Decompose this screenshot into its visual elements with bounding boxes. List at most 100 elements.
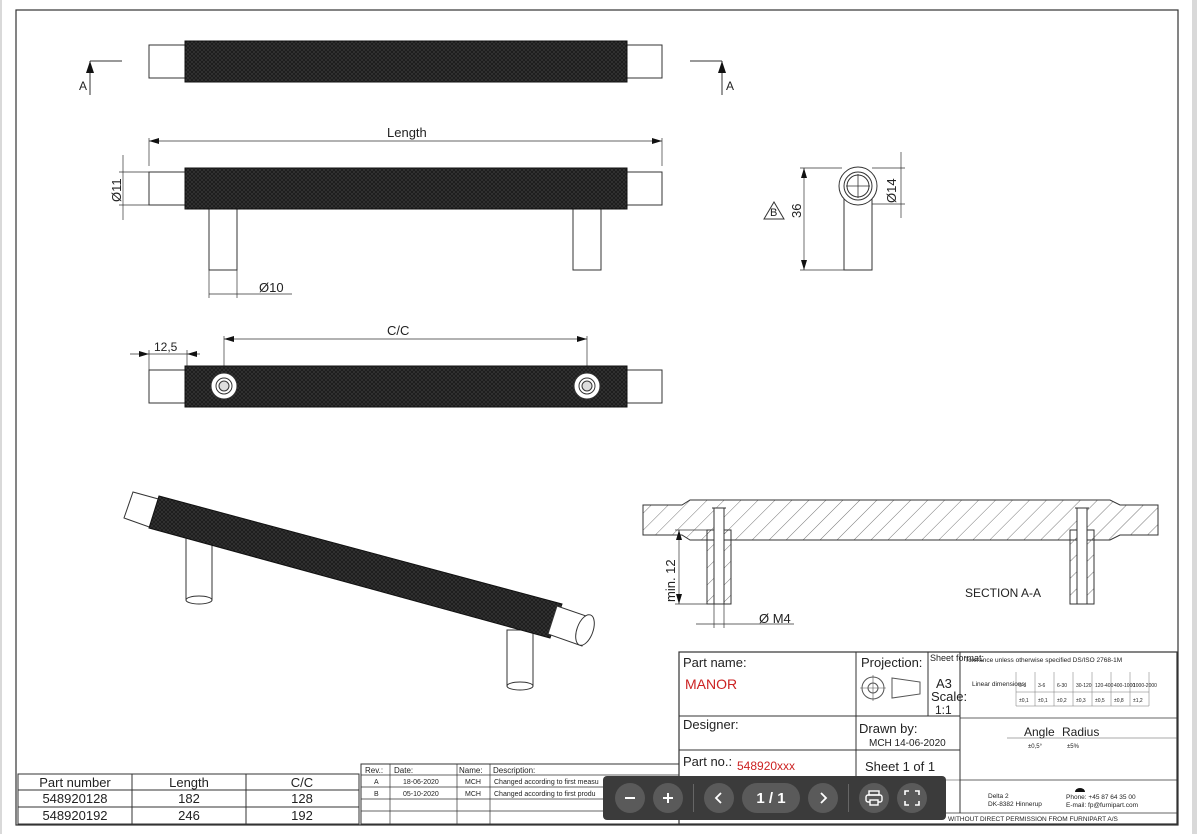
dim-diameter-14: Ø14 — [884, 178, 899, 203]
zoom-in-button[interactable] — [653, 783, 683, 813]
dim-length: Length — [387, 125, 427, 140]
parts-cell: 182 — [178, 791, 200, 806]
projection-symbol-icon — [860, 675, 921, 701]
company-logo-icon — [1075, 788, 1085, 792]
tol-value: ±1,2 — [1133, 698, 1143, 704]
rev-cell: Changed according to first produ — [494, 791, 596, 798]
front-view: Length Ø11 Ø10 — [109, 125, 663, 298]
dim-diameter-10: Ø10 — [259, 280, 284, 295]
tol-value: ±0,2 — [1057, 698, 1067, 704]
radius-value: ±5% — [1067, 744, 1080, 750]
rev-cell: MCH — [465, 791, 481, 798]
drawn-by-value: MCH 14-06-2020 — [869, 738, 946, 749]
dim-cc: C/C — [387, 323, 409, 338]
part-name-label: Part name: — [683, 655, 747, 670]
rev-cell: A — [374, 779, 379, 786]
isometric-view — [123, 491, 595, 691]
rev-header: Rev.: — [365, 766, 383, 775]
parts-header-part-number: Part number — [39, 775, 111, 790]
sheet-format-label: Sheet format: — [930, 653, 984, 663]
minus-icon — [625, 797, 635, 799]
parts-cell: 246 — [178, 808, 200, 823]
sheet-info: Sheet 1 of 1 — [865, 759, 935, 774]
dim-12-5: 12,5 — [154, 340, 178, 354]
rev-header: Name: — [459, 766, 483, 775]
tol-value: ±0,1 — [1038, 698, 1048, 704]
tol-range: 3-6 — [1038, 683, 1045, 689]
section-title: SECTION A-A — [965, 586, 1041, 600]
parts-header-cc: C/C — [291, 775, 313, 790]
sheet-format-value: A3 — [936, 676, 952, 691]
chevron-left-icon — [714, 792, 722, 804]
rev-cell: 18-06-2020 — [403, 779, 439, 786]
tol-range: 6-30 — [1057, 683, 1067, 689]
part-no-label: Part no.: — [683, 754, 732, 769]
rev-cell: 05-10-2020 — [403, 791, 439, 798]
next-page-button[interactable] — [808, 783, 838, 813]
designer-label: Designer: — [683, 717, 739, 732]
dim-min-12: min. 12 — [663, 559, 678, 602]
parts-table: Part number Length C/C 548920128 182 128… — [17, 773, 360, 825]
tol-range: 1000-2000 — [1133, 683, 1157, 689]
angle-value: ±0,5° — [1028, 744, 1043, 750]
rev-header: Date: — [394, 766, 413, 775]
dim-36: 36 — [789, 204, 804, 218]
drawn-by-label: Drawn by: — [859, 721, 918, 736]
section-view: min. 12 Ø M4 SECTION A-A — [642, 499, 1159, 628]
projection-label: Projection: — [861, 655, 922, 670]
tol-range: 0-3 — [1019, 683, 1026, 689]
fullscreen-icon — [904, 790, 920, 806]
tol-value: ±0,1 — [1019, 698, 1029, 704]
address-line-1: Delta 2 — [988, 793, 1009, 800]
parts-cell: 192 — [291, 808, 313, 823]
copyright-note: WITHOUT DIRECT PERMISSION FROM FURNIPART… — [948, 816, 1119, 823]
rev-header: Description: — [493, 766, 535, 775]
tolerance-table: 0-3 ±0,1 3-6 ±0,1 6-30 ±0,2 30-120 ±0,3 120-400 ±… — [1015, 672, 1157, 707]
fullscreen-button[interactable] — [897, 783, 927, 813]
parts-header-length: Length — [169, 775, 209, 790]
datum-b: B — [770, 207, 777, 219]
rev-cell: MCH — [465, 779, 481, 786]
plus-icon — [663, 793, 673, 803]
dim-diameter-m4: Ø M4 — [759, 611, 791, 626]
tol-value: ±0,3 — [1076, 698, 1086, 704]
bottom-view: C/C 12,5 — [130, 323, 663, 408]
section-mark-right: A — [726, 79, 734, 93]
top-view: A A — [79, 40, 734, 95]
email: E-mail: fp@furnipart.com — [1066, 802, 1138, 809]
parts-cell: 128 — [291, 791, 313, 806]
dim-diameter-11: Ø11 — [109, 178, 124, 202]
previous-page-button[interactable] — [704, 783, 734, 813]
section-mark-left: A — [79, 79, 87, 93]
angle-label: Angle — [1024, 725, 1055, 739]
zoom-out-button[interactable] — [615, 783, 645, 813]
side-view: Ø14 36 B — [763, 152, 905, 271]
part-name-value: MANOR — [685, 676, 737, 692]
phone: Phone: +45 87 64 35 00 — [1066, 794, 1136, 801]
tol-value: ±0,5 — [1095, 698, 1105, 704]
tol-range: 120-400 — [1095, 683, 1114, 689]
page-indicator[interactable]: 1 / 1 — [742, 783, 800, 813]
radius-label: Radius — [1062, 725, 1099, 739]
toolbar-separator — [848, 784, 849, 812]
scale-label: Scale: — [931, 689, 967, 704]
tolerance-note: Tolerance unless otherwise specified DS/… — [965, 657, 1122, 664]
tol-range: 400-1000 — [1114, 683, 1135, 689]
parts-cell: 548920128 — [42, 791, 107, 806]
print-button[interactable] — [859, 783, 889, 813]
printer-icon — [865, 790, 883, 806]
chevron-right-icon — [820, 792, 828, 804]
address-line-2: DK-8382 Hinnerup — [988, 801, 1042, 808]
part-no-value: 548920xxx — [737, 759, 795, 773]
tol-range: 30-120 — [1076, 683, 1092, 689]
scale-value: 1:1 — [935, 703, 952, 717]
parts-cell: 548920192 — [42, 808, 107, 823]
tol-value: ±0,8 — [1114, 698, 1124, 704]
rev-cell: B — [374, 791, 379, 798]
linear-dimensions-label: Linear dimensions: — [972, 681, 1027, 688]
pdf-viewer-toolbar: 1 / 1 — [603, 776, 946, 820]
rev-cell: Changed according to first measu — [494, 779, 599, 786]
toolbar-separator — [693, 784, 694, 812]
